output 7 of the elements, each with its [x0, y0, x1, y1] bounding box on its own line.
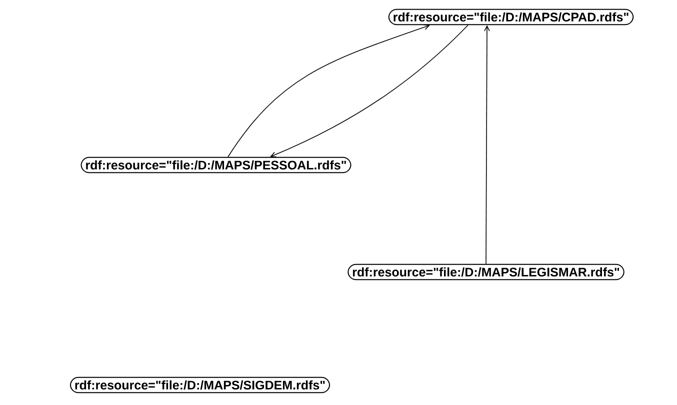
resource-box: rdf:resource="file:/D:/MAPS/PESSOAL.rdfs": [80, 156, 352, 174]
resource-box: rdf:resource="file:/D:/MAPS/CPAD.rdfs": [388, 8, 634, 26]
arrow: [228, 24, 430, 158]
resource-box: rdf:resource="file:/D:/MAPS/SIGDEM.rdfs": [70, 376, 330, 394]
arrow: [484, 25, 490, 264]
resource-box: rdf:resource="file:/D:/MAPS/LEGISMAR.rdfs": [348, 264, 624, 280]
arrow: [270, 24, 468, 158]
